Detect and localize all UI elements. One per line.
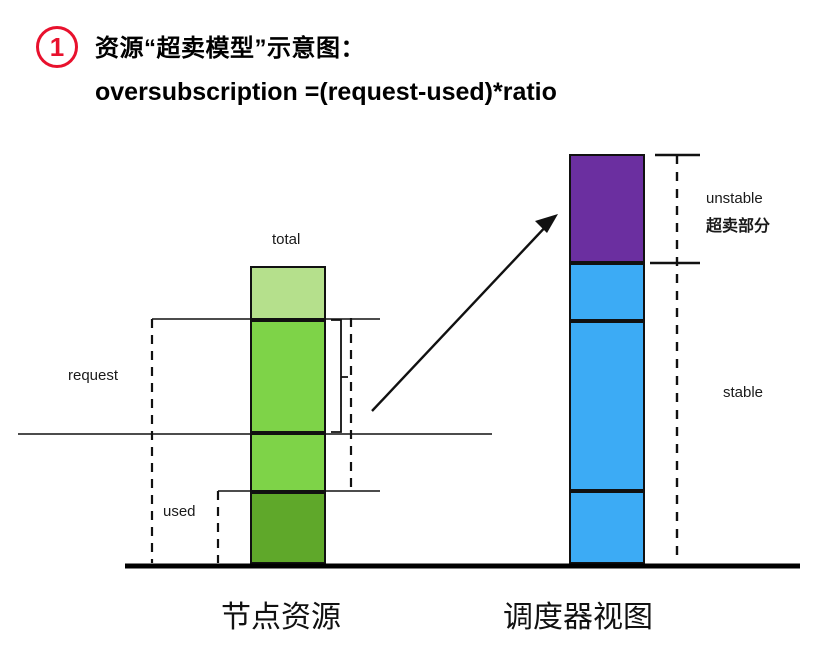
formula-text: oversubscription =(request-used)*ratio (95, 78, 557, 106)
step-number-badge: 1 (36, 26, 78, 68)
label-unstable: unstable (706, 190, 763, 207)
bar-segment-oversubscribed-unstable (569, 154, 645, 263)
label-request: request (68, 367, 119, 384)
bar-segment-stable-middle (569, 321, 645, 491)
page-title: 资源“超卖模型”示意图： (95, 35, 365, 62)
oversubscription-bracket (331, 319, 348, 433)
label-total: total (272, 231, 301, 248)
label-used: used (163, 503, 196, 520)
label-unstable-cn: 超卖部分 (706, 218, 771, 235)
mapping-arrow-head (535, 214, 558, 233)
bar-segment-stable-top (569, 263, 645, 321)
bar-segment-request-upper (250, 320, 326, 433)
caption-scheduler-view: 调度器视图 (503, 601, 653, 634)
bar-segment-used (250, 492, 326, 564)
bar-segment-total-headroom (250, 266, 326, 320)
label-stable: stable (723, 384, 764, 401)
bar-segment-request-lower (250, 433, 326, 492)
mapping-arrow-shaft (371, 221, 551, 412)
caption-node-resource: 节点资源 (221, 601, 341, 634)
bar-segment-stable-bottom (569, 491, 645, 564)
